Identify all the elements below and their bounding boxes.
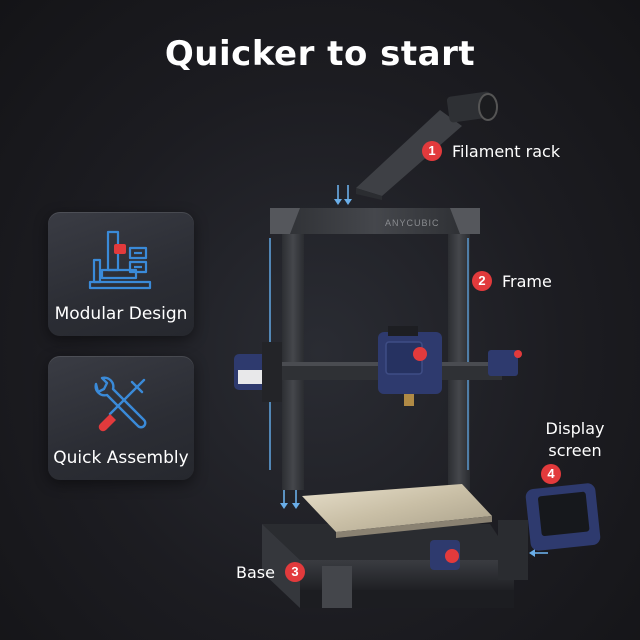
callout-label: Base [236,562,275,582]
print-head [378,326,442,406]
printer-base [262,520,528,608]
wrench-screwdriver-icon [94,376,147,432]
feature-card-quick-assembly: Quick Assembly [48,356,194,480]
printer-frame: ANYCUBIC [269,208,480,490]
modular-design-icon [88,230,152,290]
callout-frame: 2 Frame [472,271,552,291]
callout-number: 4 [541,464,561,484]
display-screen [525,483,601,551]
callout-base: 3 Base [236,562,305,582]
callout-label-line2: screen [548,441,602,460]
callout-filament-rack: 1 Filament rack [422,141,560,161]
callout-label: Frame [502,271,552,291]
callout-number: 1 [422,141,442,161]
feature-label: Quick Assembly [53,448,189,468]
callout-label-line1: Display [545,419,605,438]
callout-label: Filament rack [452,141,561,161]
filament-rack [356,91,498,200]
callout-number: 2 [472,271,492,291]
callout-display-screen: Display screen [530,418,620,462]
brand-logo: ANYCUBIC [385,218,440,228]
page-title: Quicker to start [164,34,476,74]
assembly-arrows-rack [334,185,352,205]
print-bed [302,484,492,538]
feature-label: Modular Design [54,304,188,324]
callout-number: 3 [284,562,305,582]
feature-card-modular-design: Modular Design [48,212,194,336]
